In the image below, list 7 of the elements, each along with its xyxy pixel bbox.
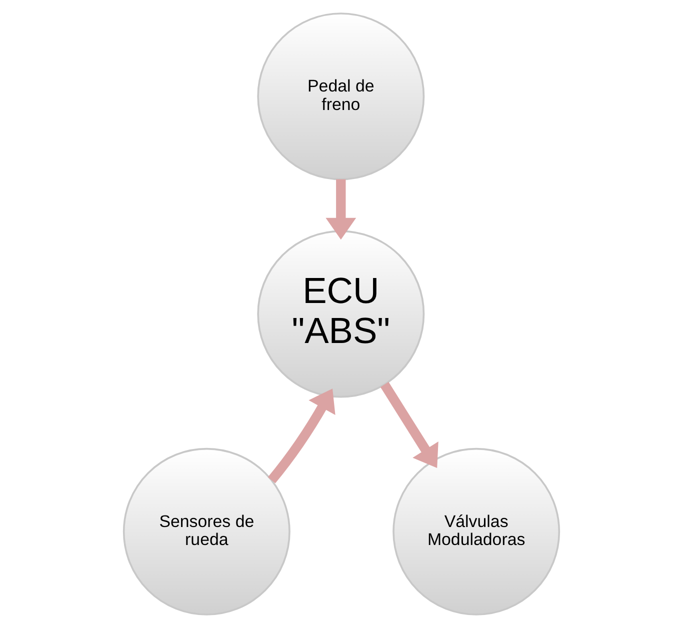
arrow	[380, 382, 438, 468]
node-circle: Sensores de rueda	[122, 448, 290, 616]
node-circle: ECU "ABS"	[257, 230, 425, 398]
node-circle: Válvulas Moduladoras	[392, 448, 560, 616]
arrow	[268, 388, 336, 484]
arrow	[326, 179, 356, 240]
node-circle: Pedal de freno	[257, 12, 425, 180]
